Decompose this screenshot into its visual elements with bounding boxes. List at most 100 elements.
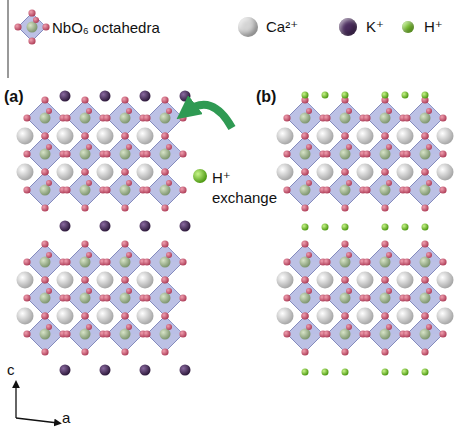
o-atom — [421, 276, 428, 283]
ca-ion — [317, 272, 334, 289]
nbo6-octahedron — [27, 280, 63, 316]
nb-atom — [380, 329, 391, 340]
o-atom — [403, 186, 410, 193]
o-atom — [341, 312, 348, 319]
k-ion — [140, 221, 151, 232]
o-atom — [323, 294, 330, 301]
o-atom — [86, 324, 92, 330]
ca-ion — [17, 128, 34, 145]
nbo6-octahedron — [407, 280, 443, 316]
o-atom — [63, 186, 70, 193]
o-atom — [439, 258, 446, 265]
nbo6-octahedron — [67, 100, 103, 136]
o-atom — [301, 312, 308, 319]
ca-ion — [57, 128, 74, 145]
ca-ion — [397, 272, 414, 289]
nbo6-octahedron — [67, 244, 103, 280]
o-atom — [23, 258, 30, 265]
o-atom — [439, 114, 446, 121]
o-atom — [426, 252, 432, 258]
o-atom — [143, 114, 150, 121]
nb-atom — [300, 329, 311, 340]
nb-atom — [80, 329, 91, 340]
nb-atom — [380, 293, 391, 304]
nbo6-octahedron — [147, 136, 183, 172]
o-atom — [81, 276, 88, 283]
o-atom — [81, 132, 88, 139]
o-atom — [23, 150, 30, 157]
k-ion — [180, 91, 191, 102]
o-atom — [381, 276, 388, 283]
o-atom — [306, 288, 312, 294]
o-atom — [121, 132, 128, 139]
o-atom — [341, 168, 348, 175]
o-atom — [103, 114, 110, 121]
o-atom — [306, 180, 312, 186]
nb-atom — [340, 149, 351, 160]
o-atom — [283, 258, 290, 265]
o-atom — [46, 252, 52, 258]
o-atom — [363, 150, 370, 157]
o-atom — [161, 168, 168, 175]
nbo6-octahedron — [147, 172, 183, 208]
o-atom — [161, 276, 168, 283]
o-atom — [41, 276, 48, 283]
h-ion — [382, 224, 389, 231]
nbo6-octahedron — [147, 244, 183, 280]
o-atom — [103, 150, 110, 157]
k-ion — [100, 91, 111, 102]
o-atom — [121, 240, 128, 247]
o-atom — [126, 288, 132, 294]
o-atom — [439, 294, 446, 301]
o-atom — [426, 144, 432, 150]
o-atom — [341, 312, 348, 319]
k-ion — [100, 365, 111, 376]
nbo6-octahedron — [147, 100, 183, 136]
k-ion — [60, 365, 71, 376]
layered-perovskite — [17, 91, 191, 376]
nbo6-octahedron — [27, 244, 63, 280]
o-atom — [363, 294, 370, 301]
nb-atom — [120, 185, 131, 196]
o-atom — [439, 330, 446, 337]
o-atom — [121, 348, 128, 355]
o-atom — [363, 330, 370, 337]
nb-atom — [420, 293, 431, 304]
o-atom — [86, 252, 92, 258]
o-atom — [403, 114, 410, 121]
o-atom — [301, 276, 308, 283]
o-atom — [426, 108, 432, 114]
o-atom — [41, 312, 48, 319]
o-atom — [28, 9, 35, 16]
o-atom — [179, 186, 186, 193]
o-atom — [301, 204, 308, 211]
o-atom — [341, 348, 348, 355]
nb-atom — [40, 185, 51, 196]
o-atom — [421, 168, 428, 175]
ca-ion — [317, 308, 334, 325]
o-atom — [341, 240, 348, 247]
o-atom — [103, 186, 110, 193]
o-atom — [346, 288, 352, 294]
ca-ion — [137, 272, 154, 289]
nb-atom — [380, 257, 391, 268]
nb-atom — [300, 257, 311, 268]
o-atom — [283, 150, 290, 157]
o-atom — [301, 168, 308, 175]
nb-atom — [80, 257, 91, 268]
o-atom — [179, 150, 186, 157]
o-atom — [381, 132, 388, 139]
h-ion — [302, 369, 309, 376]
o-atom — [421, 240, 428, 247]
o-atom — [103, 258, 110, 265]
o-atom — [41, 132, 48, 139]
o-atom — [426, 288, 432, 294]
h-ion — [322, 92, 329, 99]
o-atom — [426, 324, 432, 330]
nbo6-octahedron — [67, 280, 103, 316]
o-atom — [161, 276, 168, 283]
o-atom — [323, 150, 330, 157]
ca-ion — [397, 308, 414, 325]
nbo6-octahedron — [287, 316, 323, 352]
o-atom — [403, 150, 410, 157]
